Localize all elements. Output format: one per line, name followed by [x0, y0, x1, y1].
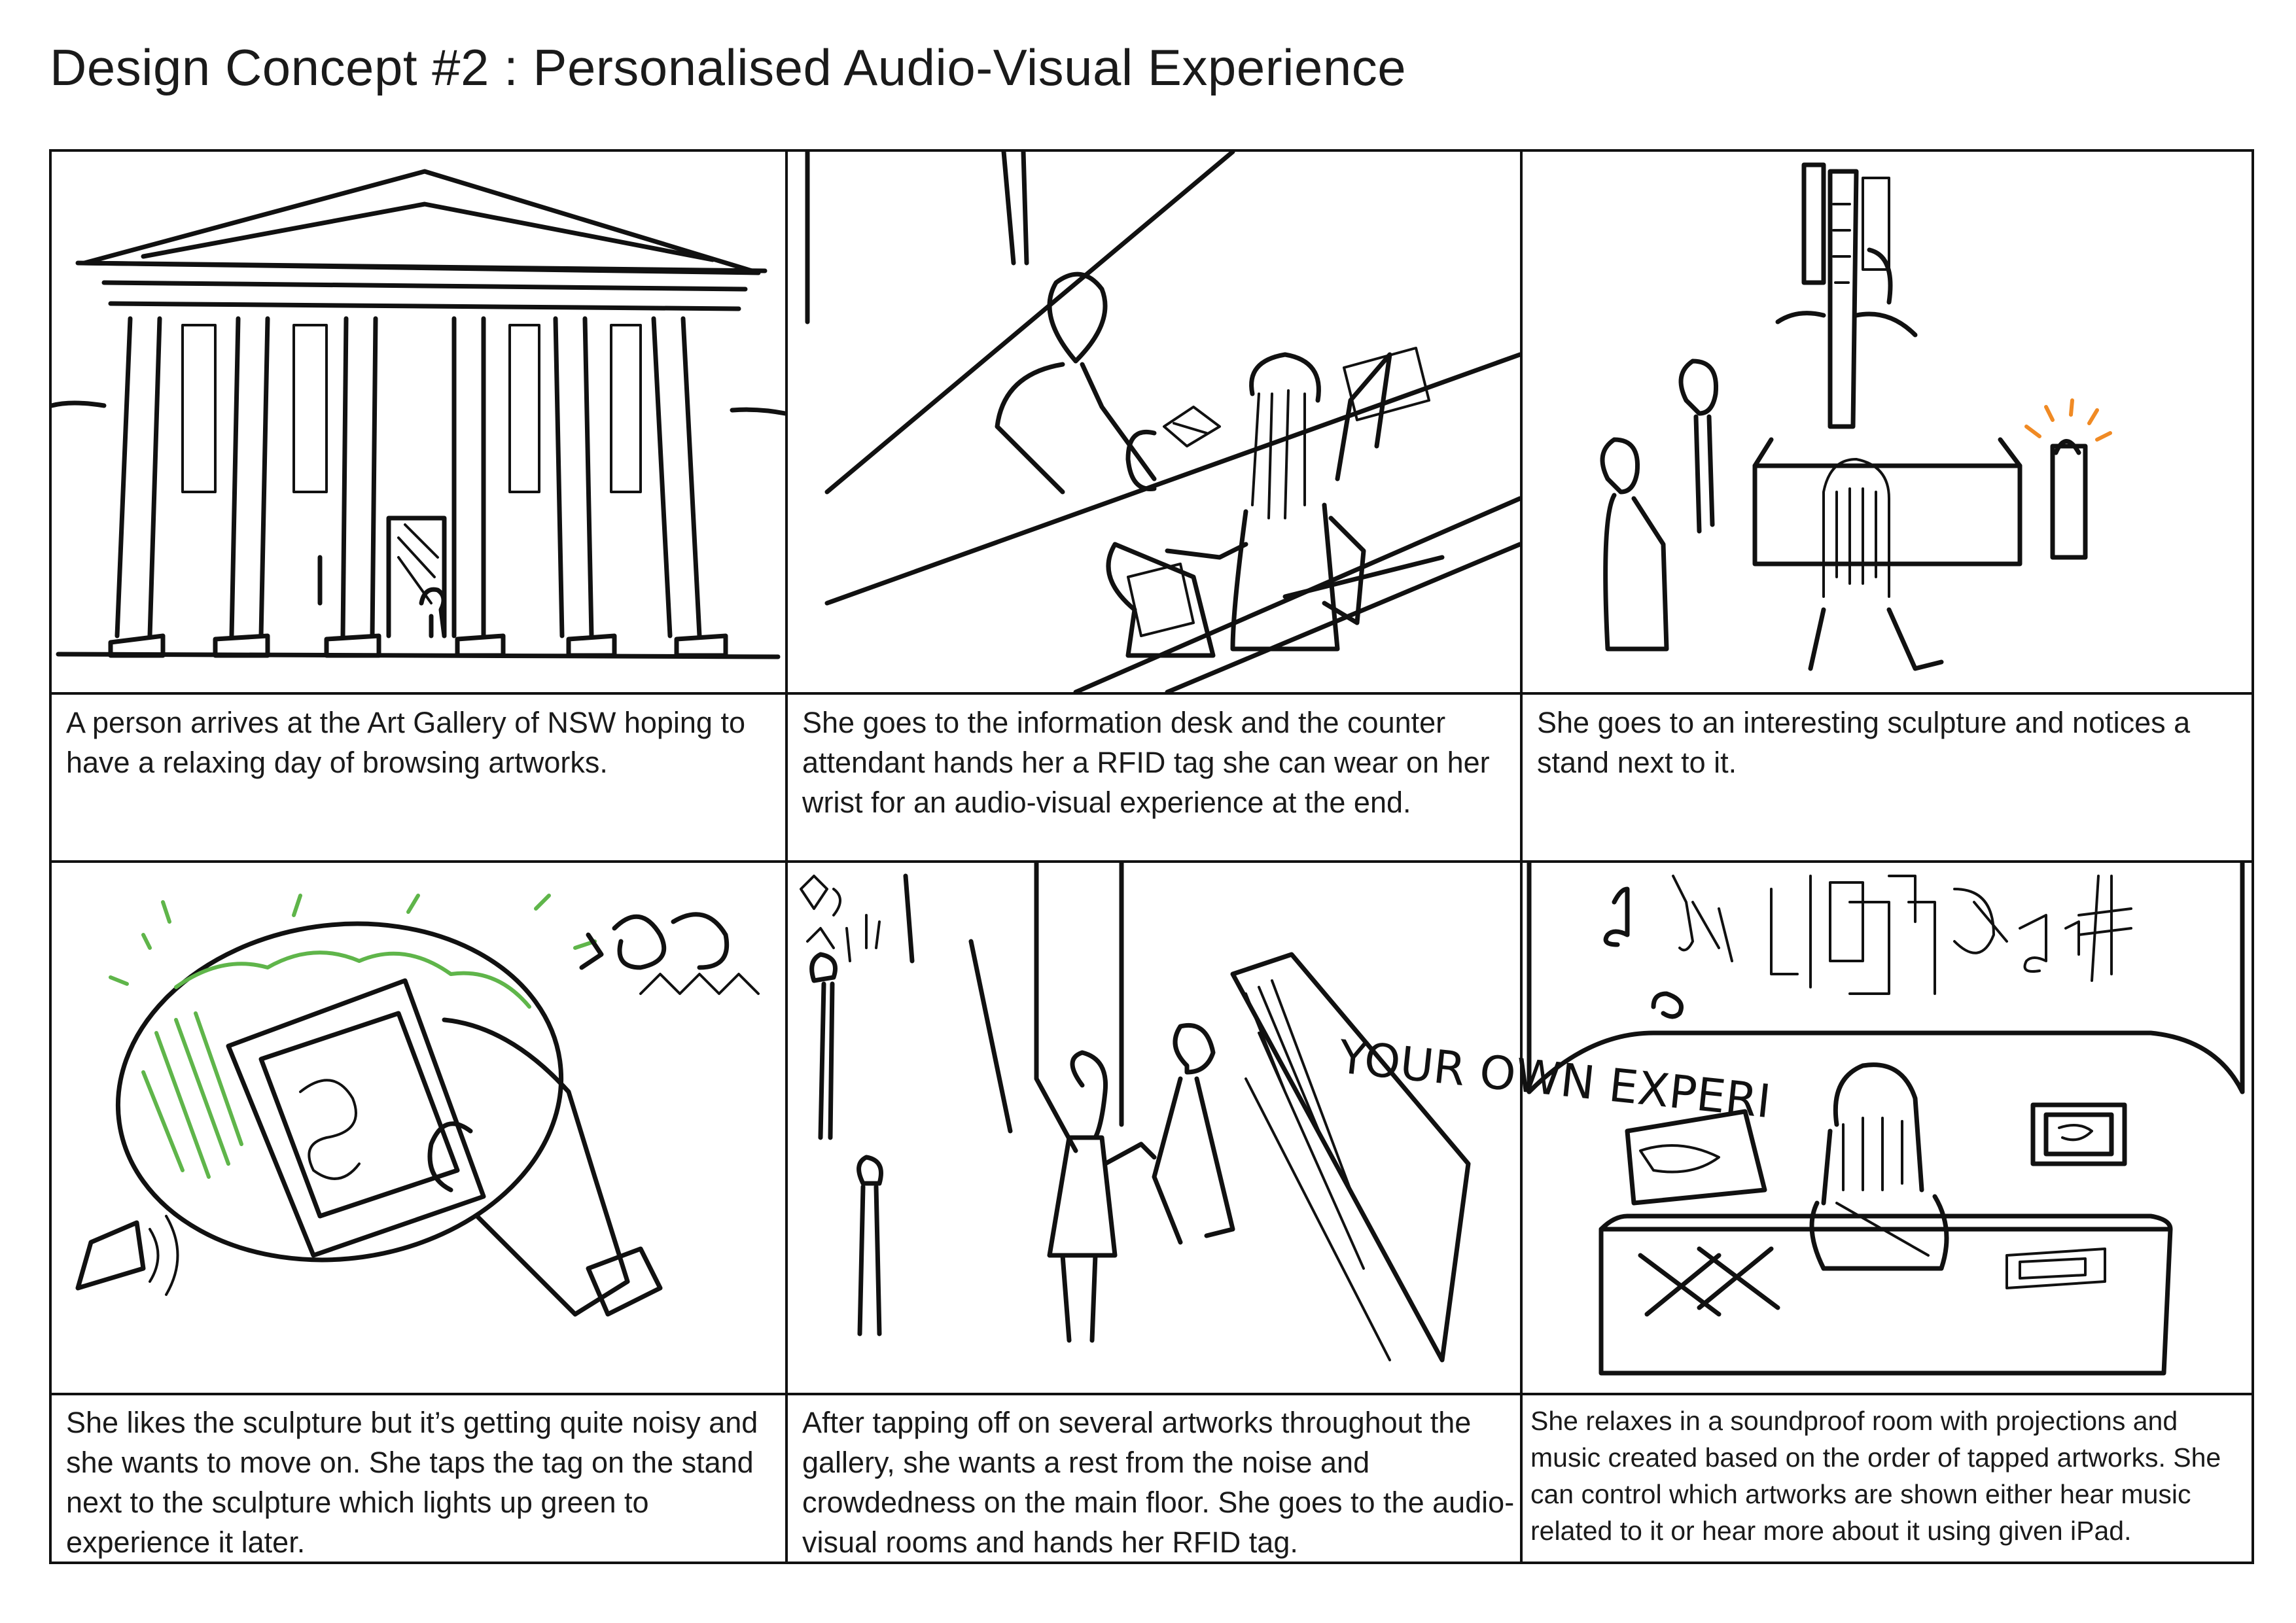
panel-2-desk-sketch: [805, 149, 1523, 695]
grid-divider-h2: [52, 860, 2252, 863]
grid-divider-h1: [52, 692, 2252, 695]
panel-3-caption: She goes to an interesting sculpture and…: [1537, 706, 2191, 779]
grid-divider-v2: [1520, 152, 1523, 1562]
grid-divider-v1: [785, 152, 788, 1562]
panel-6-room-sketch: [1527, 860, 2245, 1376]
page-title: Design Concept #2 : Personalised Audio-V…: [50, 39, 1407, 96]
panel-6-caption: She relaxes in a soundproof room with pr…: [1530, 1406, 2221, 1546]
panel-3-sculpture-sketch: [1600, 162, 2112, 671]
panel-1-gallery-sketch: [49, 169, 788, 659]
panel-1-caption: A person arrives at the Art Gallery of N…: [66, 706, 745, 779]
panel-2-caption: She goes to the information desk and the…: [802, 706, 1490, 819]
storyboard-grid: A person arrives at the Art Gallery of N…: [49, 149, 2254, 1564]
panel-4-caption: She likes the sculpture but it’s getting…: [66, 1406, 758, 1559]
grid-divider-h3: [52, 1393, 2252, 1395]
panel-5-corridor-sketch: YOUR OWN EXPERI: [800, 860, 1773, 1363]
panel-5-caption: After tapping off on several artworks th…: [802, 1406, 1515, 1559]
panel-4-tap-sketch: [75, 894, 760, 1317]
